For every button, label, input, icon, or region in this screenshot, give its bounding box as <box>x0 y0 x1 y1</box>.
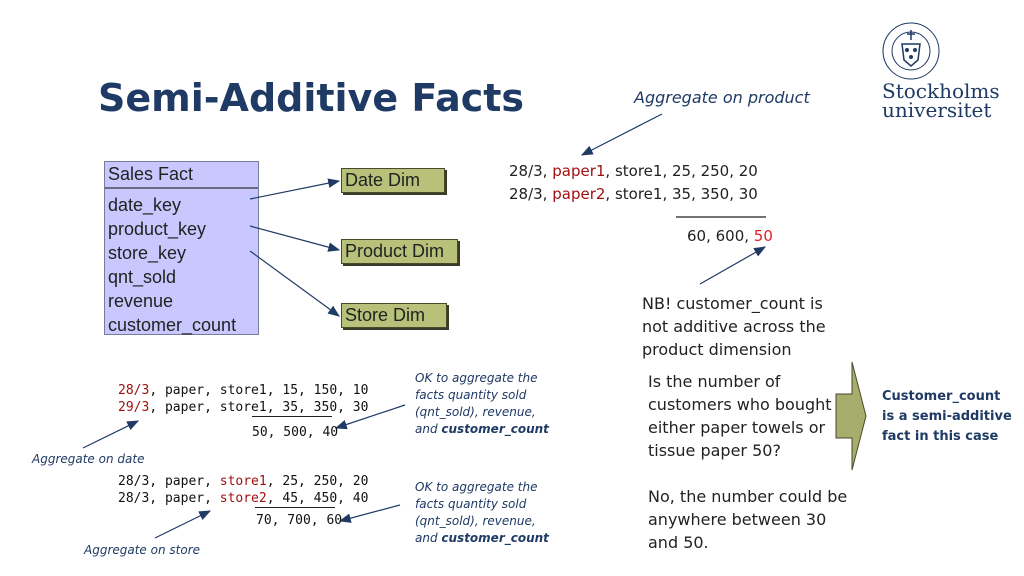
date-example-row-2: 29/3, paper, store1, 35, 350, 30 <box>118 400 368 415</box>
logo-line-1: Stockholms <box>882 79 1000 103</box>
fact-field-qnt-sold: qnt_sold <box>108 267 177 287</box>
answer-line: No, the number could be <box>648 487 848 506</box>
ok-note-line: OK to aggregate the <box>415 480 538 494</box>
row-product: paper1 <box>552 162 606 180</box>
answer-text: No, the number could be anywhere between… <box>648 485 847 554</box>
product-example-row-1: 28/3, paper1, store1, 25, 250, 20 <box>509 162 758 180</box>
aggregate-on-store-label: Aggregate on store <box>84 543 201 557</box>
row-product: paper2 <box>552 185 606 203</box>
ok-note-line: and customer_count <box>415 530 549 547</box>
row-date: 28/3 <box>118 383 150 398</box>
ok-note-prefix: and <box>415 422 442 436</box>
product-dim-box: Product Dim <box>341 239 458 264</box>
question-text: Is the number of customers who bought ei… <box>648 370 832 462</box>
sum-values: 60, 600, <box>687 227 754 245</box>
aggregate-on-product-label: Aggregate on product <box>634 88 810 107</box>
fact-field-product-key: product_key <box>108 219 207 239</box>
conclusion-line: fact in this case <box>882 429 999 444</box>
ok-note-prefix: and <box>415 531 442 545</box>
product-example-sum: 60, 600, 50 <box>687 227 773 245</box>
row-values: , 25, 250, 20 <box>266 474 369 489</box>
product-example-row-2: 28/3, paper2, store1, 35, 350, 30 <box>509 185 758 203</box>
date-example-sum: 50, 500, 40 <box>252 425 339 440</box>
answer-line: and 50. <box>648 533 709 552</box>
conclusion-line: is a semi-additive <box>882 409 1012 424</box>
nb-note-line: not additive across the <box>642 317 826 336</box>
date-dim-box: Date Dim <box>341 168 445 193</box>
ok-note-line: OK to aggregate the <box>415 371 538 385</box>
fact-table-header: Sales Fact <box>105 162 258 189</box>
ok-note-line: facts quantity sold <box>415 388 527 402</box>
ok-note-line: and customer_count <box>415 421 549 438</box>
fact-field-store-key: store_key <box>108 243 187 263</box>
row-values: , store1, 25, 250, 20 <box>605 162 758 180</box>
ok-note-date: OK to aggregate the facts quantity sold … <box>415 370 549 438</box>
row-store: store1 <box>219 474 267 489</box>
row-date: 28/3, <box>509 185 553 203</box>
row-values: , store1, 35, 350, 30 <box>605 185 758 203</box>
nb-note-line: NB! customer_count is <box>642 294 823 313</box>
question-line: Is the number of <box>648 372 781 391</box>
ok-note-bold: customer_count <box>441 531 549 545</box>
store-example-row-1: 28/3, paper, store1, 25, 250, 20 <box>118 474 368 489</box>
date-sum-rule <box>252 416 332 417</box>
logo-line-2: universitet <box>882 98 992 122</box>
fact-field-customer-count: customer_count <box>108 315 237 335</box>
fact-field-date-key: date_key <box>108 195 182 215</box>
page-title: Semi-Additive Facts <box>98 76 525 120</box>
conclusion-line: Customer_count <box>882 389 1001 404</box>
row-values: , 45, 450, 40 <box>266 491 369 506</box>
nb-note: NB! customer_count is not additive acros… <box>642 292 826 361</box>
row-values: , paper, store1, 35, 350, 30 <box>149 400 369 415</box>
ok-note-bold: customer_count <box>441 422 549 436</box>
store-example-row-2: 28/3, paper, store2, 45, 450, 40 <box>118 491 368 506</box>
ok-note-line: (qnt_sold), revenue, <box>415 405 536 419</box>
question-line: either paper towels or <box>648 418 826 437</box>
question-line: customers who bought <box>648 395 832 414</box>
ok-note-line: (qnt_sold), revenue, <box>415 514 536 528</box>
answer-line: anywhere between 30 <box>648 510 827 529</box>
row-values: , paper, store1, 15, 150, 10 <box>149 383 369 398</box>
aggregate-on-date-label: Aggregate on date <box>32 452 145 466</box>
row-prefix: 28/3, paper, <box>118 474 220 489</box>
store-dim-box: Store Dim <box>341 303 447 328</box>
row-prefix: 28/3, paper, <box>118 491 220 506</box>
question-line: tissue paper 50? <box>648 441 781 460</box>
date-example-row-1: 28/3, paper, store1, 15, 150, 10 <box>118 383 368 398</box>
sales-fact-table: Sales Fact date_key product_key store_ke… <box>104 161 259 335</box>
university-seal-icon <box>880 20 942 86</box>
row-store: store2 <box>219 491 267 506</box>
nb-note-line: product dimension <box>642 340 792 359</box>
row-date: 28/3, <box>509 162 553 180</box>
sum-highlight: 50 <box>753 227 773 245</box>
row-date: 29/3 <box>118 400 150 415</box>
store-sum-rule <box>255 507 335 508</box>
ok-note-line: facts quantity sold <box>415 497 527 511</box>
ok-note-store: OK to aggregate the facts quantity sold … <box>415 479 549 547</box>
store-example-sum: 70, 700, 60 <box>256 513 343 528</box>
university-logo-text: Stockholms universitet <box>882 79 1000 122</box>
conclusion-note: Customer_count is a semi-additive fact i… <box>882 387 1012 447</box>
fact-field-revenue: revenue <box>108 291 174 311</box>
